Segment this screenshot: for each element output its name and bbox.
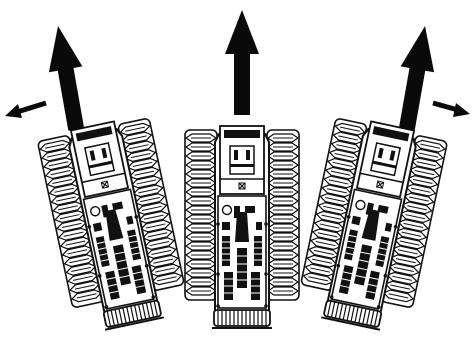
crawler-straight [185,126,299,328]
crawler-left-turn [37,114,191,335]
heading-arrow-right-turn [390,23,442,133]
side-arrow-left [5,100,47,118]
crawler-right-turn [295,114,449,335]
side-arrow-right [432,100,470,117]
heading-arrow-straight [225,10,259,115]
heading-arrow-left-turn [41,23,93,133]
